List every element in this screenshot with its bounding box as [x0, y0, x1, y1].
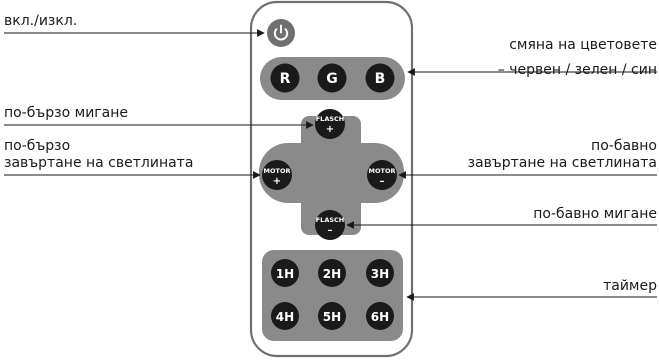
motor-plus-sign: + — [273, 176, 281, 187]
power-label: вкл./изкл. — [4, 13, 77, 30]
faster-rotation-label: по-бързо завъртане на светлината — [4, 138, 193, 172]
timer-5h-button[interactable]: 5H — [318, 302, 346, 330]
motor-plus-label: MOTOR — [264, 167, 291, 175]
motor-minus-button[interactable]: MOTOR – — [367, 160, 397, 190]
rgb-label-line2: – червен / зелен / син — [497, 62, 657, 78]
faster-rotation-label-line1: по-бързо — [4, 138, 71, 154]
rgb-label-line1: смяна на цветовете — [509, 37, 657, 53]
direction-pad — [259, 116, 404, 235]
motor-minus-sign: – — [380, 176, 385, 187]
power-icon — [273, 24, 289, 41]
motor-minus-label: MOTOR — [369, 167, 396, 175]
timer-5h-label: 5H — [323, 310, 341, 324]
rgb-label: смяна на цветовете – червен / зелен / си… — [498, 37, 657, 79]
flasch-plus-label: FLASCH — [316, 115, 345, 123]
color-button-g[interactable]: G — [317, 63, 347, 93]
slower-rotation-label-line2: завъртане на светлината — [467, 155, 657, 171]
timer-4h-label: 4H — [276, 310, 294, 324]
faster-blink-label: по-бързо мигане — [4, 105, 128, 122]
faster-rotation-label-line2: завъртане на светлината — [4, 155, 194, 171]
timer-3h-label: 3H — [371, 267, 389, 281]
timer-6h-label: 6H — [371, 310, 389, 324]
color-button-b-label: B — [375, 71, 386, 87]
timer-2h-button[interactable]: 2H — [318, 259, 346, 287]
timer-6h-button[interactable]: 6H — [366, 302, 394, 330]
motor-plus-button[interactable]: MOTOR + — [262, 160, 292, 190]
power-label-text: вкл./изкл. — [4, 13, 78, 29]
timer-label: таймер — [603, 278, 657, 295]
timer-3h-button[interactable]: 3H — [366, 259, 394, 287]
slower-blink-label-text: по-бавно мигане — [533, 206, 657, 222]
timer-1h-button[interactable]: 1H — [271, 259, 299, 287]
timer-4h-button[interactable]: 4H — [271, 302, 299, 330]
color-button-g-label: G — [326, 71, 338, 87]
faster-blink-label-text: по-бързо мигане — [4, 105, 129, 121]
timer-1h-label: 1H — [276, 267, 294, 281]
timer-2h-label: 2H — [323, 267, 341, 281]
flasch-plus-button[interactable]: FLASCH + — [315, 109, 345, 139]
flasch-minus-label: FLASCH — [316, 216, 345, 224]
flasch-plus-sign: + — [326, 124, 334, 135]
flasch-minus-button[interactable]: FLASCH – — [315, 210, 345, 240]
slower-rotation-label-line1: по-бавно — [591, 138, 657, 154]
color-button-r-label: R — [280, 71, 291, 87]
color-button-b[interactable]: B — [365, 63, 395, 93]
flasch-minus-sign: – — [328, 225, 333, 236]
power-button[interactable] — [267, 19, 295, 47]
timer-label-text: таймер — [603, 278, 657, 294]
color-button-r[interactable]: R — [270, 63, 300, 93]
slower-rotation-label: по-бавно завъртане на светлината — [468, 138, 657, 172]
slower-blink-label: по-бавно мигане — [533, 206, 657, 223]
